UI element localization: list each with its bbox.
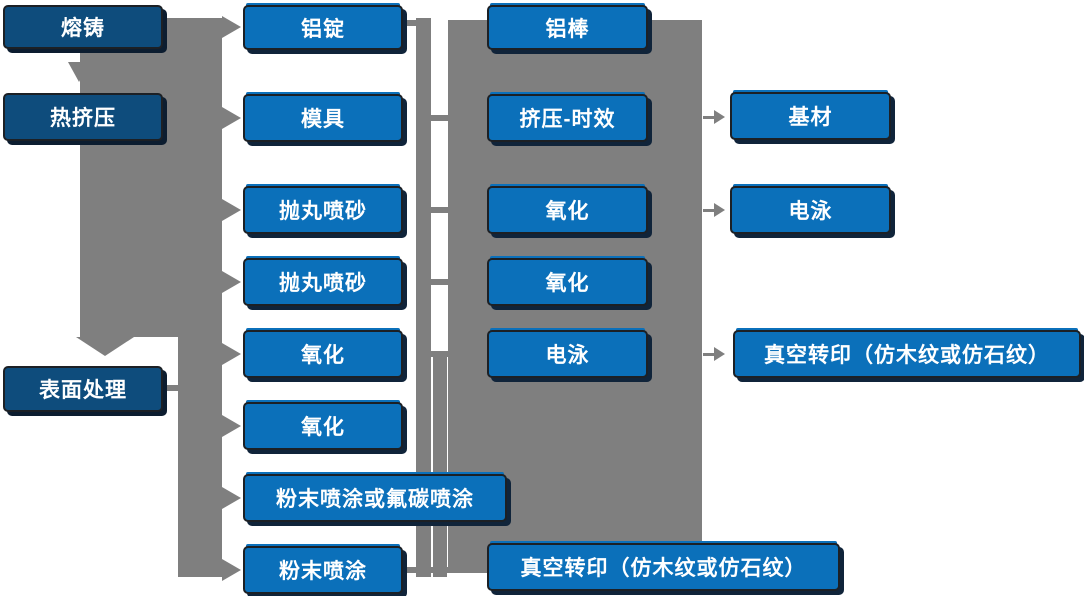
stub-row-electrophoresis: [431, 351, 448, 357]
node-electrophoresis-1: 电泳: [487, 330, 648, 378]
node-aluminum-rod: 铝棒: [487, 5, 648, 50]
left-trunk-band: [80, 18, 222, 337]
right-arrowhead-oxidation-1: [222, 343, 241, 365]
arrowhead-substrate: [714, 110, 725, 124]
node-shot-blasting-sandblasting-2: 抛丸喷砂: [243, 258, 403, 306]
node-hot-extrusion: 热挤压: [3, 93, 163, 141]
node-powder-coating: 粉末喷涂: [243, 546, 403, 594]
node-oxidation-3: 氧化: [487, 186, 648, 234]
node-vacuum-transfer-print-bottom: 真空转印（仿木纹或仿石纹）: [487, 543, 840, 591]
left-trunk-band-extension: [178, 337, 222, 577]
right-arrowhead-shot-blasting-2: [222, 271, 241, 293]
right-arrowhead-aluminum-ingot: [222, 16, 241, 38]
stub-row-extrusion-aging: [431, 115, 448, 121]
right-arrowhead-shot-blasting-1: [222, 199, 241, 221]
node-oxidation-2: 氧化: [243, 402, 403, 450]
arrow-stem-substrate: [703, 116, 715, 119]
right-arrowhead-oxidation-2: [222, 415, 241, 437]
down-arrowhead-hot-extrusion: [68, 62, 90, 82]
node-substrate: 基材: [730, 92, 891, 140]
bottom-connector-bar: [400, 567, 487, 573]
node-melting-casting: 熔铸: [3, 5, 163, 49]
right-arrowhead-powder-fluorocarbon: [222, 487, 241, 509]
node-shot-blasting-sandblasting-1: 抛丸喷砂: [243, 186, 403, 234]
node-vacuum-transfer-print-right: 真空转印（仿木纹或仿石纹）: [733, 330, 1081, 378]
right-arrowhead-mold: [222, 107, 241, 129]
node-extrusion-aging: 挤压-时效: [487, 94, 648, 142]
node-powder-or-fluorocarbon-coating: 粉末喷涂或氟碳喷涂: [243, 474, 507, 522]
stub-row-oxidation-3: [431, 207, 448, 213]
node-oxidation-1: 氧化: [243, 330, 403, 378]
stub-surface-treatment: [163, 385, 179, 391]
stub-row-oxidation-4: [431, 279, 448, 285]
down-arrowhead-surface-treatment: [76, 337, 134, 356]
node-surface-treatment: 表面处理: [3, 366, 163, 412]
arrow-stem-vacuum-transfer: [703, 353, 715, 356]
node-mold: 模具: [243, 94, 403, 142]
arrow-stem-electrophoresis: [703, 209, 715, 212]
node-oxidation-4: 氧化: [487, 258, 648, 306]
node-electrophoresis-2: 电泳: [730, 186, 891, 234]
arrowhead-vacuum-transfer: [714, 347, 725, 361]
mid-bus-line-2: [433, 352, 447, 577]
node-aluminum-ingot: 铝锭: [243, 5, 403, 50]
mid-bus-line-1: [416, 18, 431, 577]
right-arrowhead-powder-coating: [222, 559, 241, 581]
stub-aluminum-ingot: [400, 20, 416, 26]
arrowhead-electrophoresis: [714, 203, 725, 217]
